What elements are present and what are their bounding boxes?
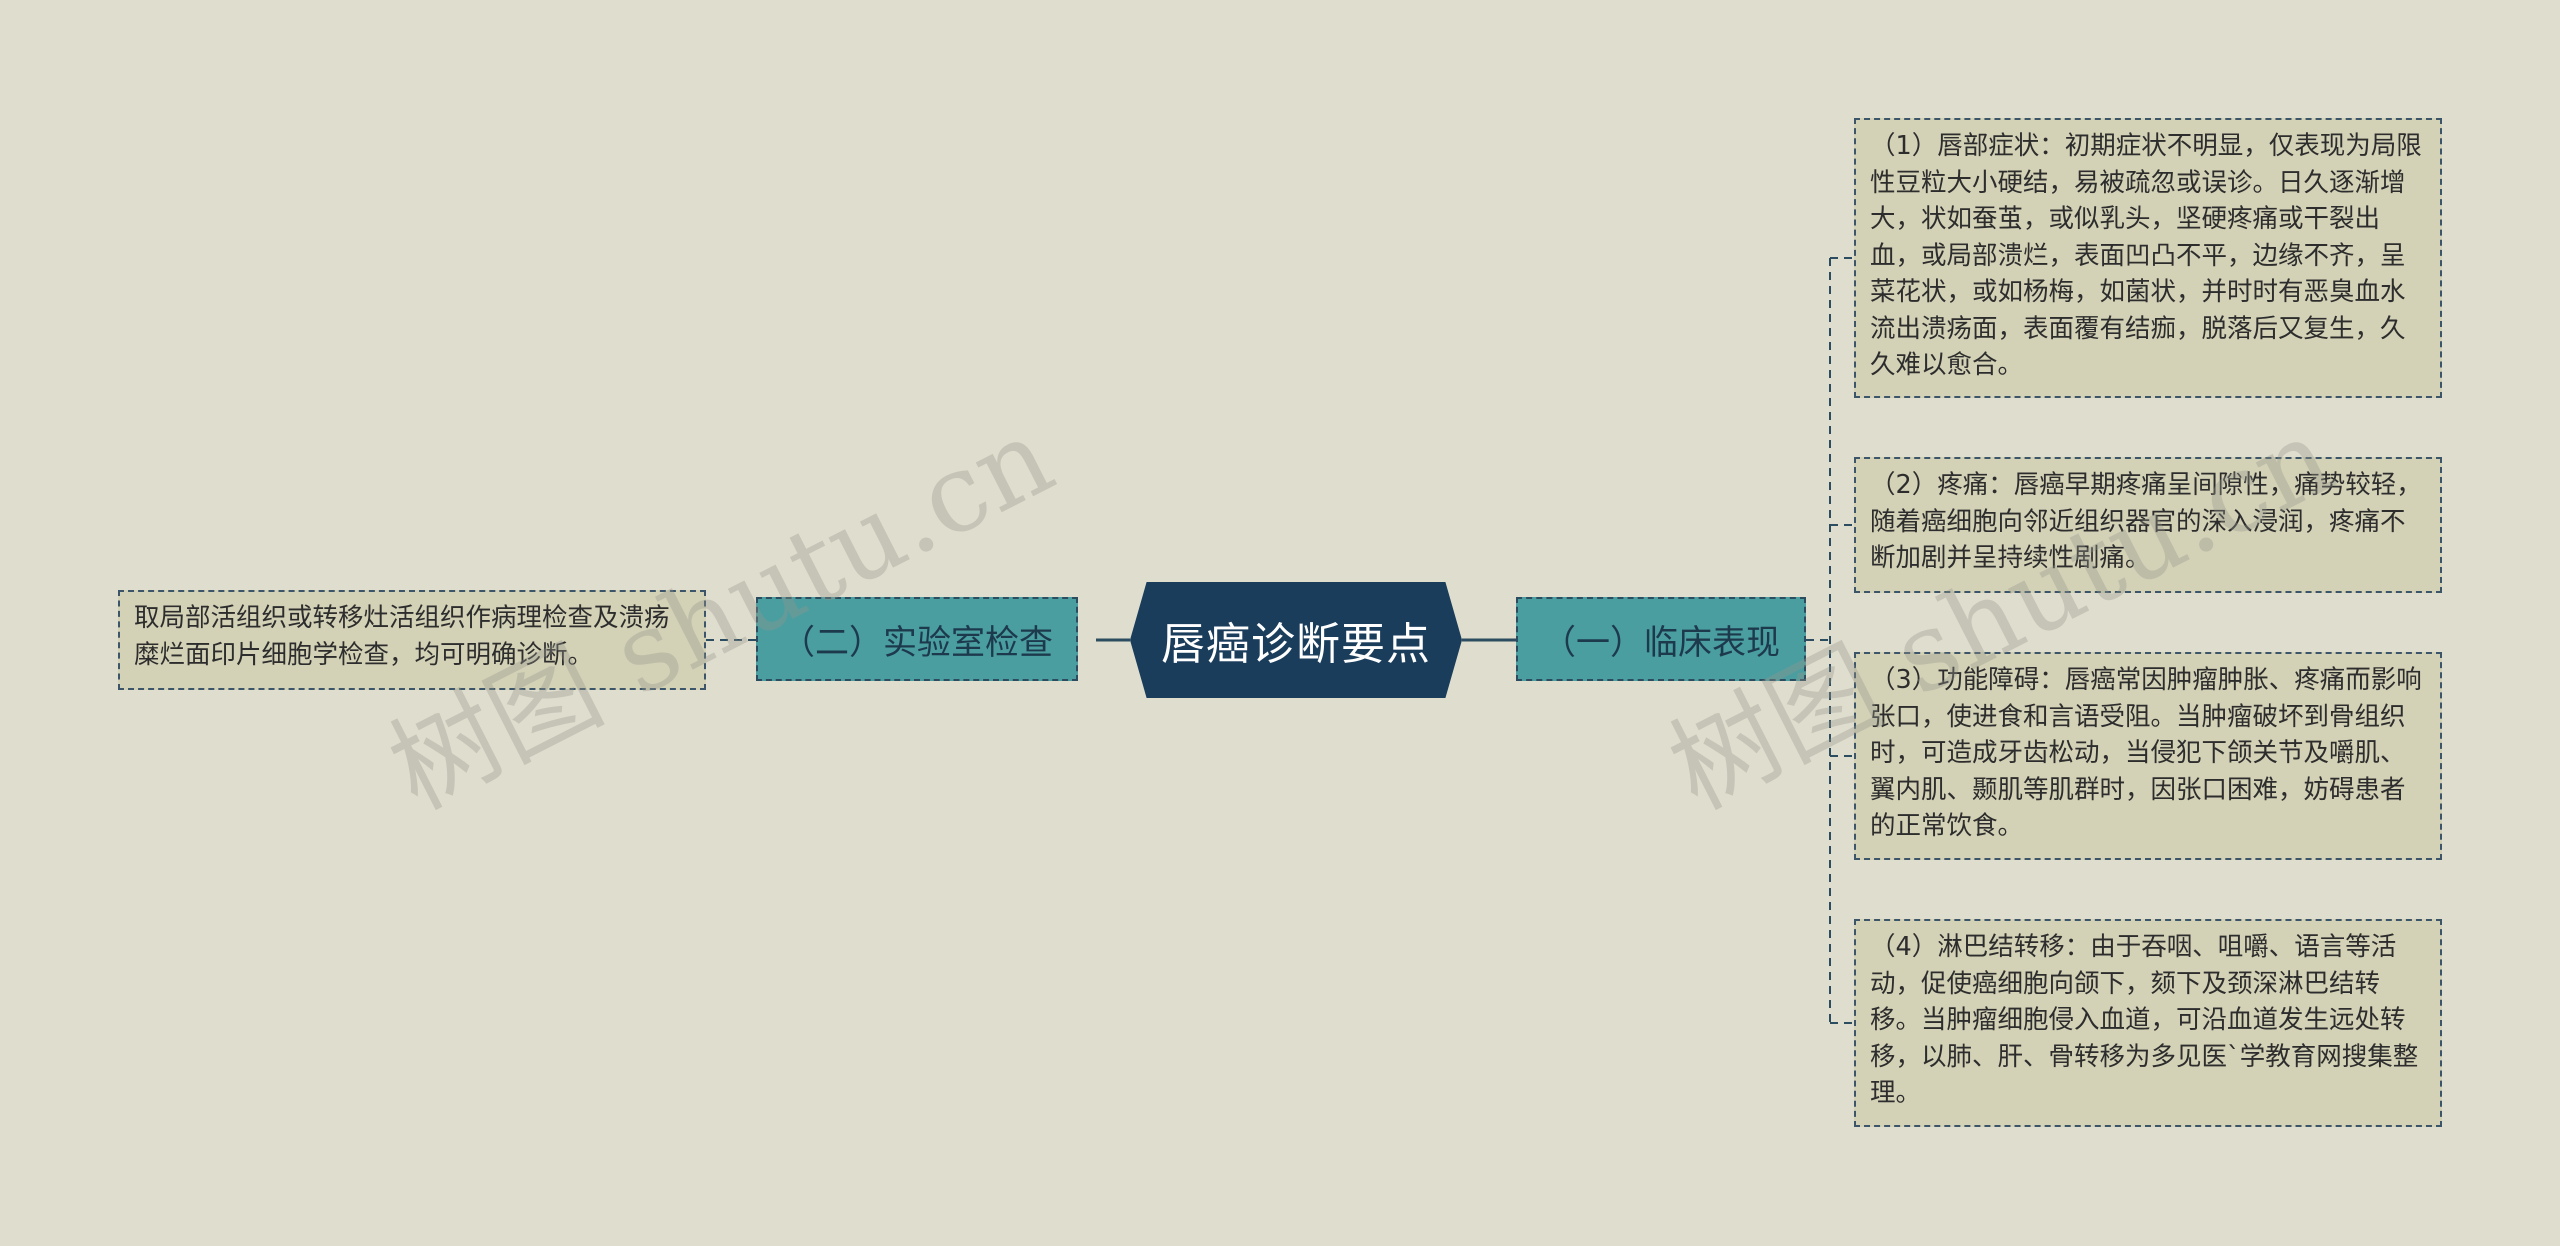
branch-clinical-signs-label: （一）临床表现 <box>1542 622 1780 663</box>
branch-lab-exam-label: （二）实验室检查 <box>781 622 1053 663</box>
branch-clinical-signs[interactable]: （一）临床表现 <box>1516 597 1806 681</box>
leaf-pain: （2）疼痛：唇癌早期疼痛呈间隙性，痛势较轻，随着癌细胞向邻近组织器官的深入浸润，… <box>1854 457 2442 593</box>
branch-lab-exam[interactable]: （二）实验室检查 <box>756 597 1078 681</box>
leaf-lab-exam-text: 取局部活组织或转移灶活组织作病理检查及溃疡糜烂面印片细胞学检查，均可明确诊断。 <box>118 590 706 690</box>
root-node-label: 唇癌诊断要点 <box>1161 619 1431 670</box>
leaf-lip-symptoms: （1）唇部症状：初期症状不明显，仅表现为局限性豆粒大小硬结，易被疏忽或误诊。日久… <box>1854 118 2442 398</box>
leaf-function-disorder: （3）功能障碍：唇癌常因肿瘤肿胀、疼痛而影响张口，使进食和言语受阻。当肿瘤破坏到… <box>1854 652 2442 860</box>
leaf-lymph-metastasis: （4）淋巴结转移：由于吞咽、咀嚼、语言等活动，促使癌细胞向颌下，颏下及颈深淋巴结… <box>1854 919 2442 1127</box>
root-node[interactable]: 唇癌诊断要点 <box>1130 582 1462 698</box>
